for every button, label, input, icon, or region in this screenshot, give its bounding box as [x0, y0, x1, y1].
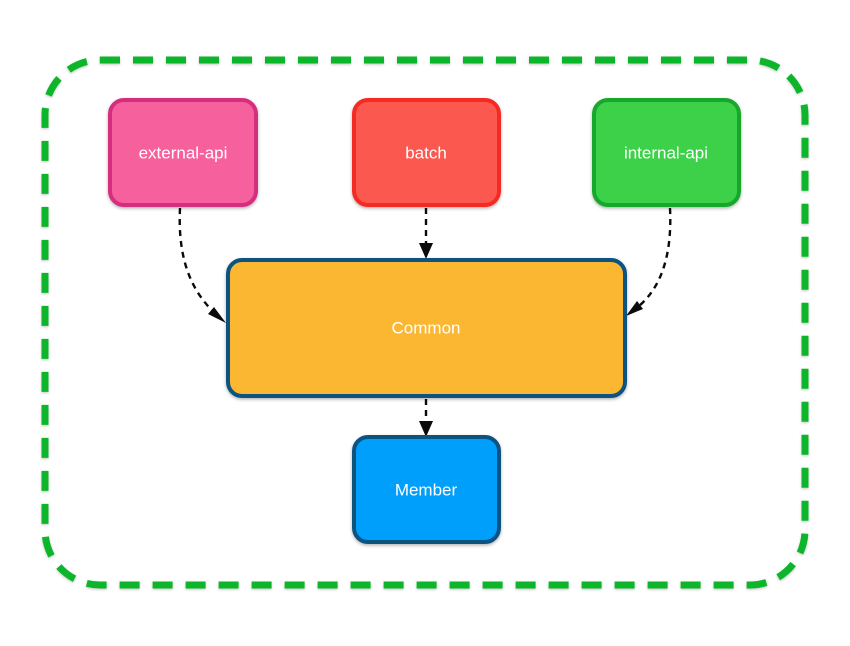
edge-common-to-member — [419, 399, 433, 437]
edge-internal-api-to-common-arrowhead — [626, 301, 643, 316]
module-group-frame — [41, 56, 809, 589]
edge-internal-api-to-common — [626, 207, 672, 316]
edge-batch-to-common-arrowhead — [419, 243, 433, 259]
node-common[interactable]: Common — [226, 258, 627, 398]
node-batch-box[interactable] — [352, 98, 501, 207]
node-internal-api[interactable]: internal-api — [592, 98, 741, 207]
node-member-box[interactable] — [352, 435, 501, 544]
node-internal-api-box[interactable] — [592, 98, 741, 207]
edge-batch-to-common — [419, 208, 433, 259]
node-member[interactable]: Member — [352, 435, 501, 544]
edge-external-api-to-common-arrowhead — [208, 307, 226, 323]
edge-internal-api-to-common-line — [633, 207, 672, 311]
node-common-box[interactable] — [226, 258, 627, 398]
edge-external-api-to-common — [178, 207, 226, 323]
node-batch[interactable]: batch — [352, 98, 501, 207]
node-external-api-box[interactable] — [108, 98, 258, 207]
node-external-api[interactable]: external-api — [108, 98, 258, 207]
edge-external-api-to-common-line — [178, 207, 219, 317]
edge-common-to-member-arrowhead — [419, 421, 433, 437]
